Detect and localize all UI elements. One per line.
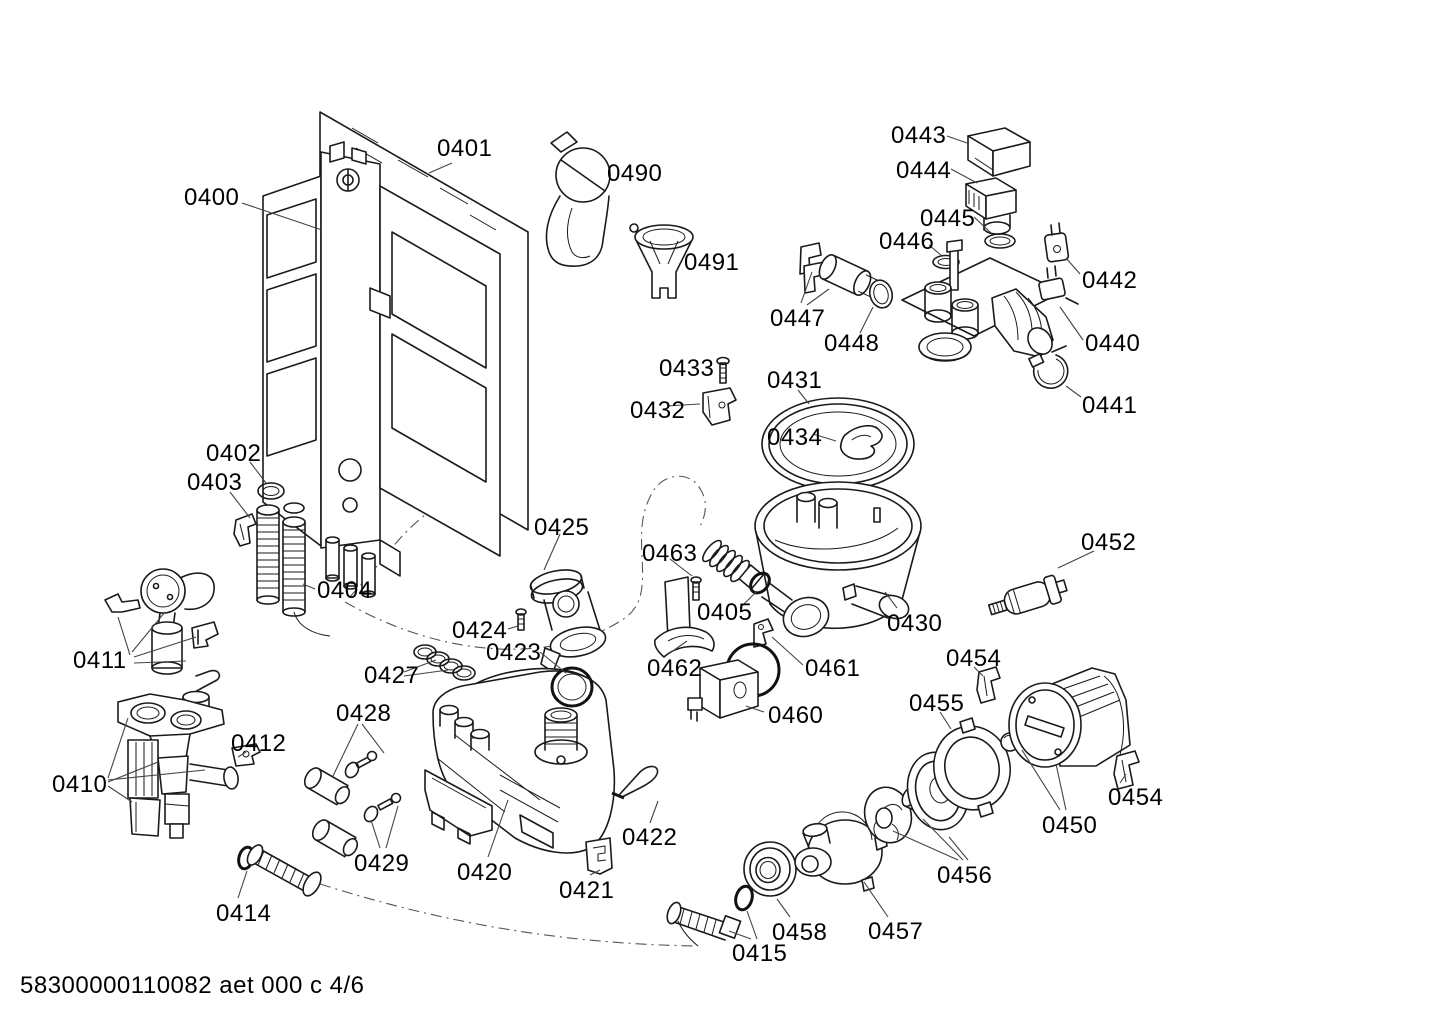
part-hose-0415 bbox=[666, 901, 742, 941]
part-label-0490: 0490 bbox=[607, 160, 663, 187]
part-label-0450: 0450 bbox=[1042, 812, 1098, 839]
part-screw-0424 bbox=[515, 608, 527, 631]
part-label-0422: 0422 bbox=[622, 824, 678, 851]
part-label-0462: 0462 bbox=[647, 655, 703, 682]
part-oring-0445 bbox=[984, 233, 1016, 249]
part-label-0455: 0455 bbox=[909, 690, 965, 717]
part-softener-manifold-0410 bbox=[117, 693, 239, 839]
part-label-0401: 0401 bbox=[437, 135, 493, 162]
part-label-0445: 0445 bbox=[920, 205, 976, 232]
part-clip-0454-top bbox=[976, 666, 1001, 704]
part-label-0405: 0405 bbox=[697, 599, 753, 626]
part-motor-0450 bbox=[1008, 667, 1131, 768]
part-cover-0434 bbox=[839, 425, 883, 460]
drawing-number: 58300000110082 aet 000 c 4/6 bbox=[20, 972, 365, 999]
part-label-0410: 0410 bbox=[52, 771, 108, 798]
part-clip-0403 bbox=[233, 513, 257, 547]
part-label-0425: 0425 bbox=[534, 514, 590, 541]
part-clip-0454-bottom bbox=[1113, 750, 1140, 790]
part-corrugated-tubes-0404 bbox=[256, 502, 306, 617]
leader-lines bbox=[107, 135, 1127, 940]
part-screw-0433 bbox=[716, 356, 730, 384]
part-label-0442: 0442 bbox=[1082, 267, 1138, 294]
part-label-0441: 0441 bbox=[1082, 392, 1138, 419]
part-label-0412: 0412 bbox=[231, 730, 287, 757]
part-fitting-0429 bbox=[311, 792, 402, 858]
part-water-distributor-0440 bbox=[901, 239, 1079, 362]
part-label-0434: 0434 bbox=[767, 424, 823, 451]
part-label-0404: 0404 bbox=[317, 577, 373, 604]
part-label-0454: 0454 bbox=[946, 645, 1002, 672]
part-microswitch-0442 bbox=[1044, 222, 1070, 263]
part-capacitor-0452 bbox=[987, 574, 1068, 616]
part-orings-0427 bbox=[413, 644, 476, 681]
part-label-0423: 0423 bbox=[486, 639, 542, 666]
part-label-0461: 0461 bbox=[805, 655, 861, 682]
part-label-0460: 0460 bbox=[768, 702, 824, 729]
part-label-0440: 0440 bbox=[1085, 330, 1141, 357]
part-hose-0414 bbox=[246, 844, 322, 897]
part-label-0428: 0428 bbox=[336, 700, 392, 727]
part-clips-0447 bbox=[799, 242, 879, 298]
part-label-0400: 0400 bbox=[184, 184, 240, 211]
part-oring-0415 bbox=[734, 884, 754, 912]
part-label-0448: 0448 bbox=[824, 330, 880, 357]
part-label-0421: 0421 bbox=[559, 877, 615, 904]
part-label-0427: 0427 bbox=[364, 662, 420, 689]
part-screw-0463 bbox=[690, 576, 702, 601]
part-valve-cover-0443 bbox=[967, 127, 1031, 177]
part-label-0432: 0432 bbox=[630, 397, 686, 424]
part-clip-0461 bbox=[753, 618, 774, 648]
part-label-0452: 0452 bbox=[1081, 529, 1137, 556]
part-label-0491: 0491 bbox=[684, 249, 740, 276]
part-sump-0430 bbox=[754, 481, 922, 638]
part-label-0458: 0458 bbox=[772, 919, 828, 946]
part-fitting-0428 bbox=[303, 750, 378, 806]
part-label-0403: 0403 bbox=[187, 469, 243, 496]
part-label-0456: 0456 bbox=[937, 862, 993, 889]
part-oring-0423 bbox=[550, 666, 594, 708]
part-label-0429: 0429 bbox=[354, 850, 410, 877]
part-label-0446: 0446 bbox=[879, 228, 935, 255]
part-label-0414: 0414 bbox=[216, 900, 272, 927]
part-funnel bbox=[629, 223, 694, 299]
part-oring-0448 bbox=[868, 279, 894, 309]
part-pump-housing-0457 bbox=[794, 811, 888, 892]
part-label-0463: 0463 bbox=[642, 540, 698, 567]
part-pump-ring-0455 bbox=[933, 717, 1011, 818]
part-hose-0463 bbox=[702, 539, 764, 590]
part-label-0420: 0420 bbox=[457, 859, 513, 886]
part-label-0447: 0447 bbox=[770, 305, 826, 332]
part-bracket-0462 bbox=[654, 576, 715, 658]
part-label-0431: 0431 bbox=[767, 367, 823, 394]
part-label-0433: 0433 bbox=[659, 355, 715, 382]
part-label-0454: 0454 bbox=[1108, 784, 1164, 811]
part-clip-0432 bbox=[702, 387, 737, 426]
part-label-0430: 0430 bbox=[887, 610, 943, 637]
part-hose-clamp-0441 bbox=[1028, 345, 1069, 389]
part-clip-0412 bbox=[231, 743, 261, 767]
panel-pipe-stubs bbox=[325, 536, 401, 598]
part-label-0411: 0411 bbox=[73, 647, 127, 674]
part-label-0415: 0415 bbox=[732, 940, 788, 967]
part-label-0424: 0424 bbox=[452, 617, 508, 644]
part-oring-0402 bbox=[257, 482, 285, 500]
part-label-0402: 0402 bbox=[206, 440, 262, 467]
part-inner-door-panel bbox=[262, 141, 501, 598]
part-heater-tank-0420 bbox=[424, 667, 616, 854]
part-bracket-0421 bbox=[585, 837, 613, 875]
part-label-0457: 0457 bbox=[868, 918, 924, 945]
part-dispenser-bottle bbox=[545, 131, 611, 267]
part-wire-clip-0422 bbox=[611, 765, 659, 800]
part-bearing-0458 bbox=[743, 841, 797, 897]
part-oring-0405 bbox=[749, 571, 771, 595]
part-label-0444: 0444 bbox=[896, 157, 952, 184]
part-label-0443: 0443 bbox=[891, 122, 947, 149]
